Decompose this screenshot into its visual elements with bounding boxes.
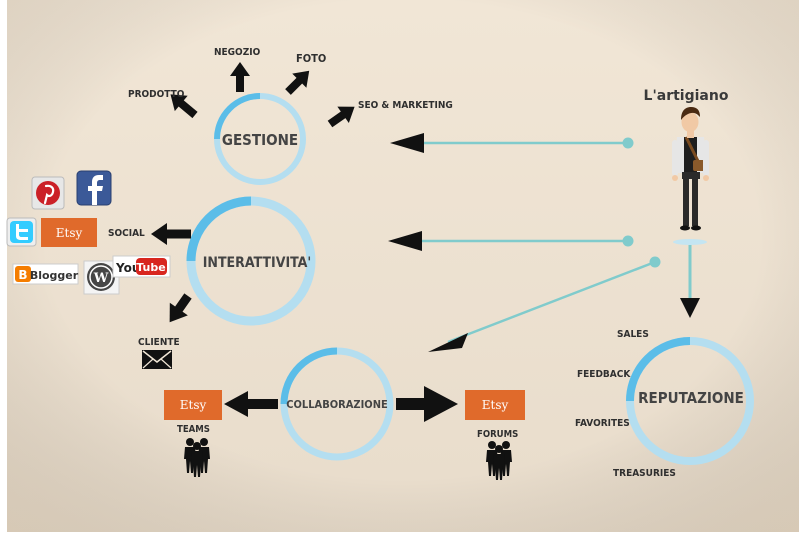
arrow-negozio bbox=[230, 62, 250, 92]
etsy-logo-forums-text: Etsy bbox=[482, 398, 509, 412]
ring-reputazione-accent bbox=[626, 337, 691, 402]
etsy-logo-teams: Etsy bbox=[164, 390, 222, 420]
arrow-teams bbox=[224, 391, 278, 417]
label-seo-marketing: SEO & MARKETING bbox=[358, 100, 453, 111]
blogger-logo-text: Blogger bbox=[30, 269, 79, 282]
facebook-icon bbox=[76, 170, 112, 206]
connector-arrows bbox=[388, 133, 700, 352]
twitter-icon bbox=[6, 217, 37, 247]
etsy-logo-social: Etsy bbox=[41, 218, 97, 247]
blogger-logo: B Blogger bbox=[12, 263, 79, 285]
hub-gestione-label: GESTIONE bbox=[222, 131, 298, 149]
gestione-arrows bbox=[170, 62, 355, 128]
arrow-foto bbox=[285, 70, 310, 95]
svg-text:B: B bbox=[18, 268, 27, 282]
label-favorites: FAVORITES bbox=[575, 418, 630, 429]
arrow-social bbox=[151, 223, 191, 245]
ring-collaborazione-accent bbox=[280, 347, 338, 405]
interattivita-arrows bbox=[151, 223, 192, 323]
youtube-logo-tube: Tube bbox=[136, 261, 165, 274]
actor-label: L'artigiano bbox=[644, 88, 729, 104]
connector-dot-gestione bbox=[622, 137, 634, 149]
hub-interattivita-label: INTERATTIVITA' bbox=[203, 255, 312, 271]
label-social: SOCIAL bbox=[108, 228, 145, 239]
ring-gestione-accent bbox=[214, 93, 261, 140]
arrowhead-collaborazione bbox=[428, 333, 468, 352]
hub-collaborazione-label: COLLABORAZIONE bbox=[286, 398, 388, 411]
svg-text:W: W bbox=[93, 271, 109, 286]
etsy-logo-social-text: Etsy bbox=[56, 226, 83, 240]
arrowhead-gestione bbox=[390, 133, 424, 153]
label-feedback: FEEDBACK bbox=[577, 369, 631, 380]
arrowhead-reputazione bbox=[680, 298, 700, 318]
hub-reputazione-label: REPUTAZIONE bbox=[638, 389, 744, 407]
collaborazione-arrows bbox=[224, 386, 458, 422]
arrow-forums bbox=[396, 386, 458, 422]
connector-dot-collaborazione bbox=[649, 256, 661, 268]
label-forums: FORUMS bbox=[477, 429, 518, 440]
arrow-seo bbox=[327, 106, 355, 128]
label-cliente: CLIENTE bbox=[138, 337, 180, 348]
label-foto: FOTO bbox=[296, 52, 326, 65]
arrowhead-interattivita bbox=[388, 231, 422, 251]
connector-collaborazione bbox=[447, 260, 656, 344]
label-negozio: NEGOZIO bbox=[214, 47, 261, 58]
connectors bbox=[410, 137, 692, 344]
connector-dot-interattivita bbox=[622, 235, 634, 247]
arrow-prodotto bbox=[170, 94, 198, 119]
label-treasuries: TREASURIES bbox=[613, 468, 676, 479]
youtube-logo-you: You bbox=[115, 261, 140, 275]
artisan-figure bbox=[672, 107, 709, 245]
ring-interattivita-accent bbox=[186, 196, 252, 262]
arrow-cliente bbox=[169, 293, 192, 323]
pinterest-icon bbox=[31, 176, 65, 210]
label-prodotto: PRODOTTO bbox=[128, 89, 185, 100]
label-teams: TEAMS bbox=[177, 424, 210, 435]
etsy-logo-teams-text: Etsy bbox=[180, 398, 207, 412]
youtube-logo: You Tube bbox=[112, 255, 171, 278]
envelope-icon bbox=[142, 350, 172, 369]
etsy-logo-forums: Etsy bbox=[465, 390, 525, 420]
label-sales: SALES bbox=[617, 329, 649, 340]
hub-rings bbox=[186, 93, 754, 465]
